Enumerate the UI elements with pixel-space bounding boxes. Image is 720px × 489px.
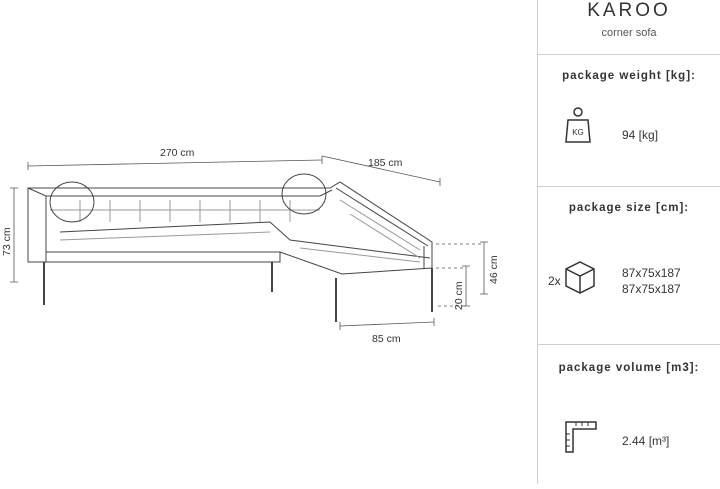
seat-height-label: 46 cm [488,255,500,284]
depth-label: 85 cm [372,333,401,345]
dim-line-depth [339,321,435,327]
chaise-length-label: 185 cm [368,157,403,169]
sofa-outline [27,181,433,275]
package-weight-value: 94 [kg] [622,128,659,142]
volume-ruler-icon [565,421,597,453]
product-subtitle: corner sofa [601,27,657,39]
package-size-label: package size [cm]: [568,202,690,214]
length-label: 270 cm [160,147,195,159]
dim-line-chaise [321,155,441,183]
pillow-left [49,181,95,223]
sofa-drawing-panel: 270 cm 185 cm 73 cm 46 cm 20 cm 85 cm [1,147,500,345]
pillow-right [281,173,327,215]
product-title: KAROO [587,0,671,21]
package-volume-value: 2.44 [m³] [622,434,670,448]
weight-icon: KG [565,107,591,143]
dim-line-length [27,159,323,167]
divider [538,54,720,55]
package-volume-label: package volume [m3]: [558,362,700,374]
sofa-line-drawing: 270 cm 185 cm 73 cm 46 cm 20 cm 85 cm [1,147,500,345]
divider [538,186,720,187]
height-label: 73 cm [1,227,13,256]
package-weight-label: package weight [kg]: [562,70,696,82]
vertical-divider [537,0,538,484]
divider [538,344,720,345]
package-size-2: 87x75x187 [622,282,681,296]
leg-height-label: 20 cm [453,281,465,310]
box-icon [565,261,595,294]
package-size-1: 87x75x187 [622,266,681,280]
spec-panel: KAROO corner sofa package weight [kg]: K… [538,0,720,484]
weight-icon-text: KG [572,128,584,137]
package-count: 2x [548,274,561,288]
